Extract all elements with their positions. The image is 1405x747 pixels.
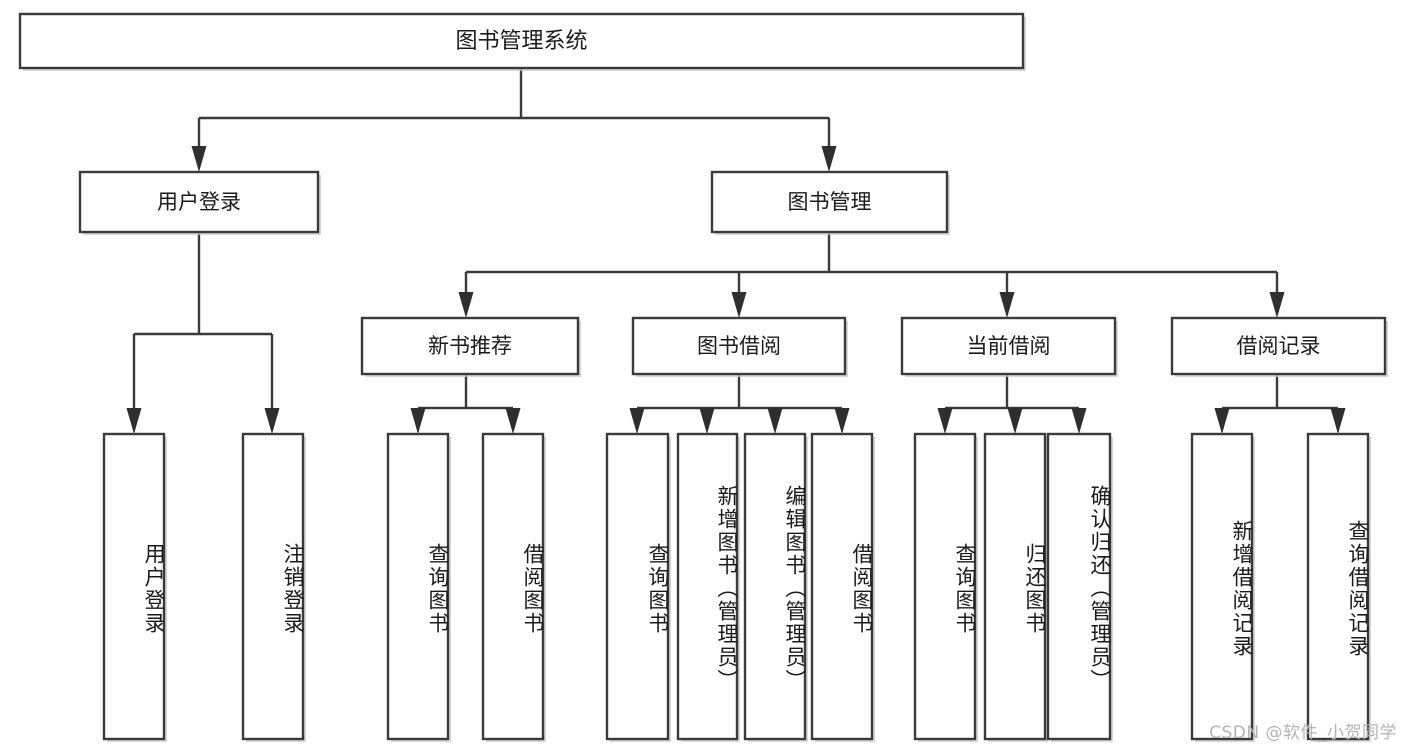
node-leaf-logout[interactable] bbox=[241, 432, 306, 742]
arrow-head-icon bbox=[505, 408, 521, 434]
node-leaf-edit-book[interactable] bbox=[743, 432, 808, 742]
node-rect bbox=[360, 316, 580, 376]
arrow-head-icon bbox=[191, 146, 207, 172]
node-rect bbox=[631, 316, 847, 376]
arrow-head-icon bbox=[999, 292, 1015, 318]
node-rect bbox=[386, 432, 450, 741]
node-rect bbox=[241, 432, 305, 741]
node-label: 图书借阅 bbox=[697, 334, 781, 358]
node-leaf-add-record[interactable] bbox=[1190, 432, 1255, 742]
node-rect bbox=[676, 432, 739, 741]
node-current-borrow[interactable]: 当前借阅 bbox=[900, 316, 1118, 377]
node-leaf-add-book[interactable] bbox=[676, 432, 740, 742]
arrow-head-icon bbox=[410, 408, 426, 434]
node-rect bbox=[1190, 432, 1254, 741]
node-leaf-confirm-return[interactable] bbox=[1046, 432, 1113, 742]
node-leaf-query-record[interactable] bbox=[1306, 432, 1371, 742]
node-rect bbox=[78, 170, 320, 234]
arrow-head-icon bbox=[126, 408, 142, 434]
node-rect bbox=[743, 432, 807, 741]
node-rect bbox=[1170, 316, 1387, 376]
node-leaf-query-book-borrow[interactable] bbox=[605, 432, 671, 742]
node-rect bbox=[481, 432, 545, 741]
arrow-head-icon bbox=[821, 146, 837, 172]
arrow-head-icon bbox=[731, 292, 747, 318]
arrow-head-icon bbox=[458, 292, 474, 318]
arrow-head-icon bbox=[1269, 292, 1285, 318]
node-rect bbox=[900, 316, 1117, 376]
arrow-head-icon bbox=[264, 408, 280, 434]
node-leaf-query-book-rec[interactable] bbox=[386, 432, 451, 742]
node-rect bbox=[1046, 432, 1112, 741]
node-new-book-recommend[interactable]: 新书推荐 bbox=[360, 316, 581, 377]
arrow-head-icon bbox=[937, 408, 953, 434]
node-rect bbox=[913, 432, 977, 741]
node-book-manage[interactable]: 图书管理 bbox=[710, 170, 950, 235]
node-leaf-user-login[interactable] bbox=[102, 432, 167, 742]
node-label: 新书推荐 bbox=[428, 334, 512, 358]
arrow-head-icon bbox=[1214, 408, 1230, 434]
arrow-head-icon bbox=[1071, 408, 1087, 434]
connector-layer bbox=[126, 68, 1346, 434]
arrow-head-icon bbox=[1330, 408, 1346, 434]
arrow-head-icon bbox=[834, 408, 850, 434]
node-root[interactable]: 图书管理系统 bbox=[18, 12, 1026, 71]
node-rect bbox=[810, 432, 874, 741]
node-rect bbox=[710, 170, 949, 234]
node-leaf-return-book[interactable] bbox=[983, 432, 1048, 742]
node-borrow-record[interactable]: 借阅记录 bbox=[1170, 316, 1388, 377]
node-rect bbox=[18, 12, 1025, 70]
node-leaf-query-book-cur[interactable] bbox=[913, 432, 978, 742]
node-rect bbox=[983, 432, 1047, 741]
arrow-head-icon bbox=[767, 408, 783, 434]
arrow-head-icon bbox=[1007, 408, 1023, 434]
node-leaf-borrow-book[interactable] bbox=[810, 432, 875, 742]
node-label: 用户登录 bbox=[157, 190, 241, 214]
csdn-watermark: CSDN @软件_小贺同学 bbox=[1209, 723, 1397, 743]
node-rect bbox=[102, 432, 166, 741]
arrow-head-icon bbox=[699, 408, 715, 434]
node-leaf-borrow-book-rec[interactable] bbox=[481, 432, 546, 742]
node-label: 图书管理系统 bbox=[455, 29, 587, 54]
node-label: 图书管理 bbox=[788, 190, 872, 214]
node-label: 当前借阅 bbox=[967, 334, 1051, 358]
node-rect bbox=[605, 432, 670, 741]
node-user-login[interactable]: 用户登录 bbox=[78, 170, 321, 235]
node-label: 借阅记录 bbox=[1237, 334, 1321, 358]
node-rect bbox=[1306, 432, 1370, 741]
node-book-borrow[interactable]: 图书借阅 bbox=[631, 316, 848, 377]
arrow-head-icon bbox=[629, 408, 645, 434]
